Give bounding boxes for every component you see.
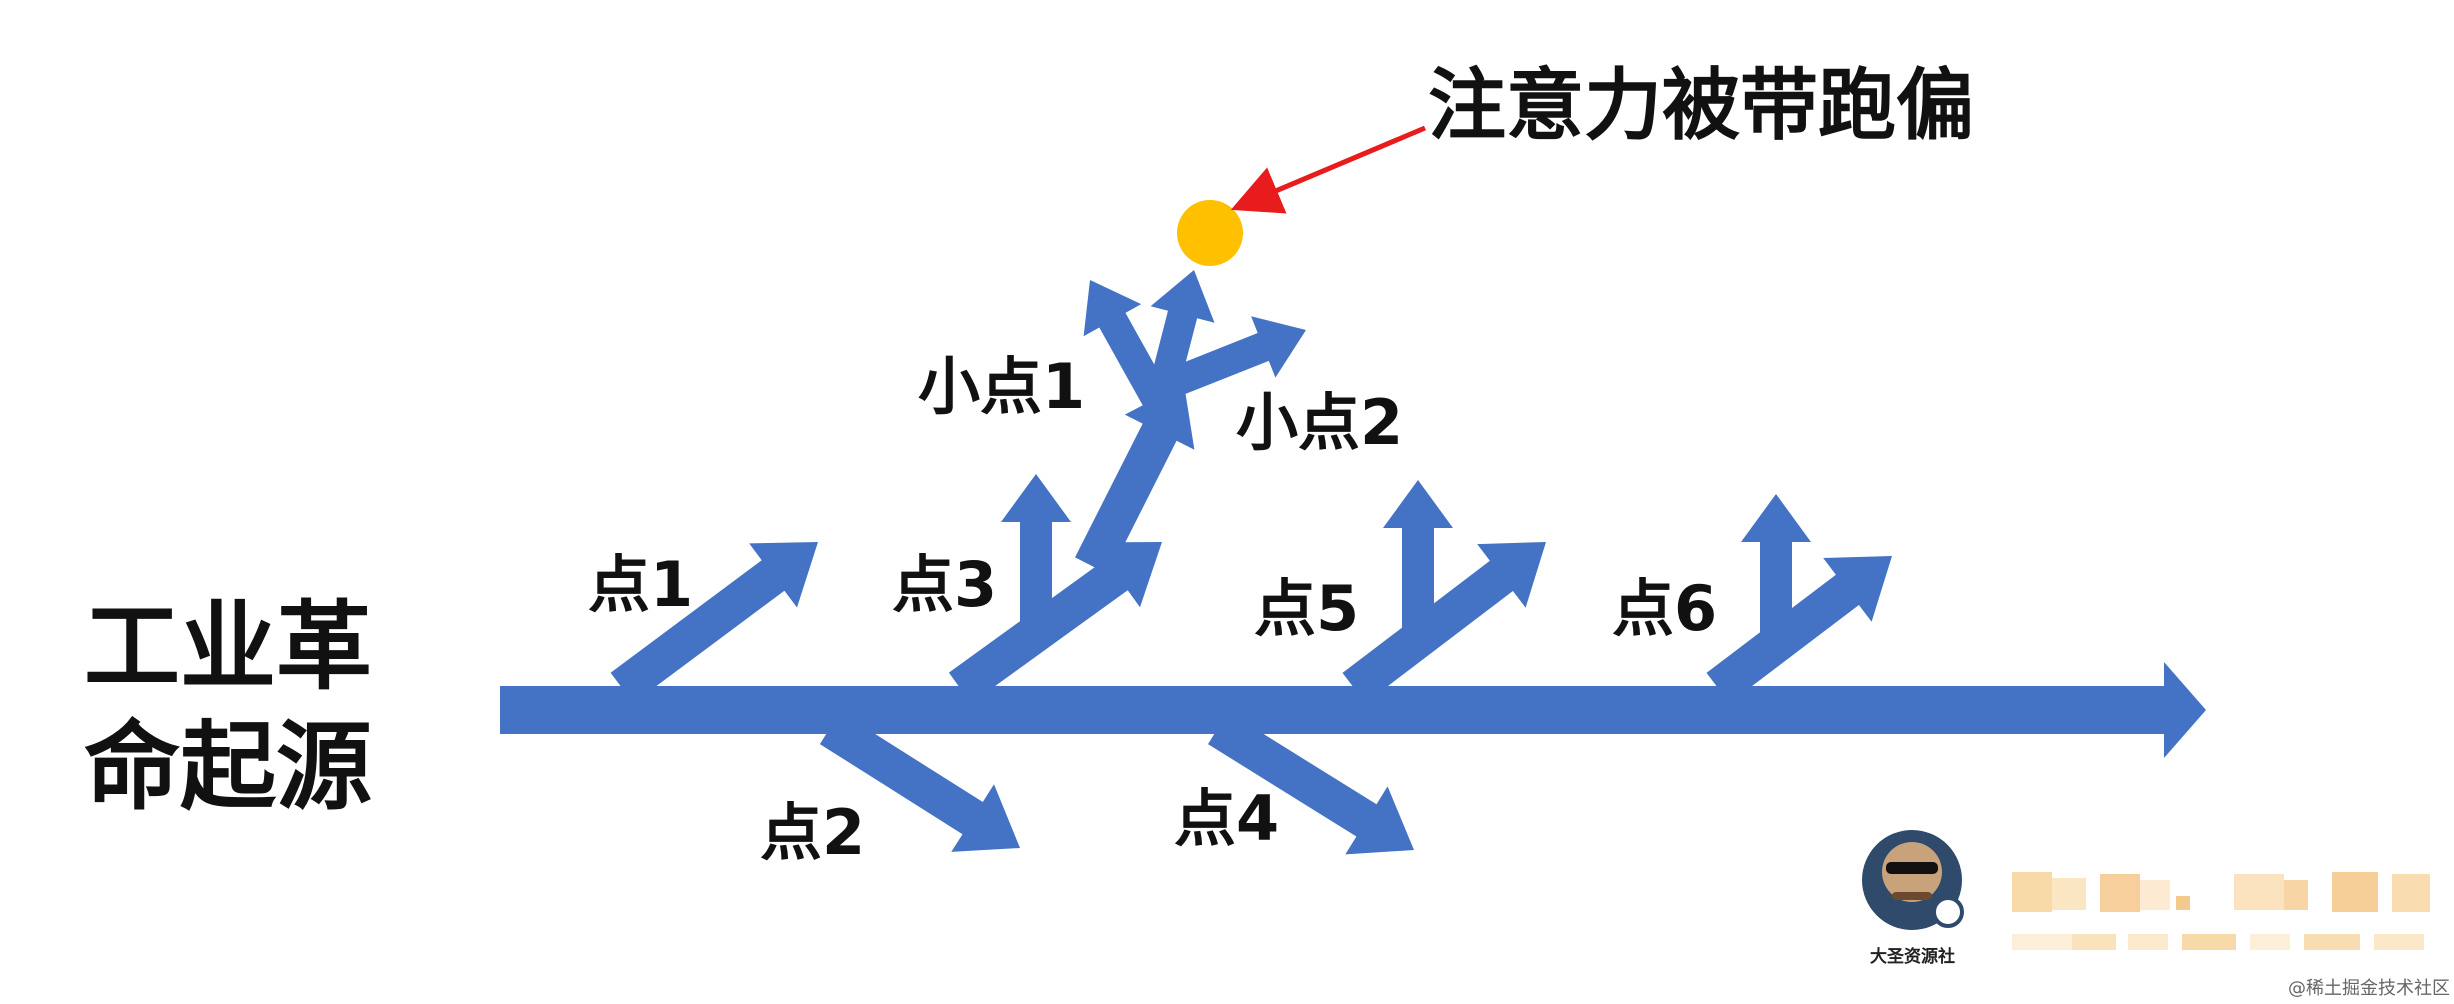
watermark-logo-text: 大圣资源社	[1870, 946, 1955, 967]
label-point-6: 点6	[1612, 572, 1717, 645]
attention-pointer-arrow	[1230, 125, 1426, 214]
watermark-logo	[1862, 830, 1964, 930]
branch-arrow-point-6-up	[1741, 494, 1811, 646]
diagram-title-line2: 命起源	[84, 711, 372, 823]
annotation-text: 注意力被带跑偏	[1428, 61, 1974, 151]
diagram-title-line1: 工业革	[84, 591, 372, 703]
label-point-4: 点4	[1174, 782, 1279, 855]
branch-arrow-sub-point-1	[1083, 280, 1172, 410]
branch-arrow-sub-point-2	[1164, 316, 1306, 398]
branch-arrow-point-4	[1208, 711, 1414, 855]
label-point-2: 点2	[760, 796, 865, 869]
branch-arrows	[610, 270, 1892, 855]
branch-arrow-point-3	[948, 542, 1162, 704]
label-point-3: 点3	[892, 548, 997, 621]
branch-arrow-point-1	[610, 542, 818, 704]
branch-arrow-point-2	[819, 711, 1020, 852]
label-sub-point-1: 小点1	[918, 350, 1085, 423]
label-sub-point-2: 小点2	[1236, 386, 1403, 459]
branch-arrow-point-5-up	[1383, 480, 1453, 634]
branch-arrow-point-5	[1342, 542, 1546, 704]
branch-arrow-point-6	[1706, 556, 1892, 704]
blurred-watermark-text	[2012, 872, 2430, 950]
main-spine-arrow	[500, 662, 2206, 758]
label-point-1: 点1	[588, 548, 693, 621]
branch-arrow-sub-trunk-up	[1145, 270, 1215, 406]
branch-arrow-point-3-up	[1001, 474, 1071, 628]
label-point-5: 点5	[1254, 572, 1359, 645]
branch-arrow-sub-trunk	[1075, 384, 1195, 575]
credit-text: @稀土掘金技术社区	[2288, 978, 2450, 999]
focus-dot	[1177, 200, 1243, 266]
